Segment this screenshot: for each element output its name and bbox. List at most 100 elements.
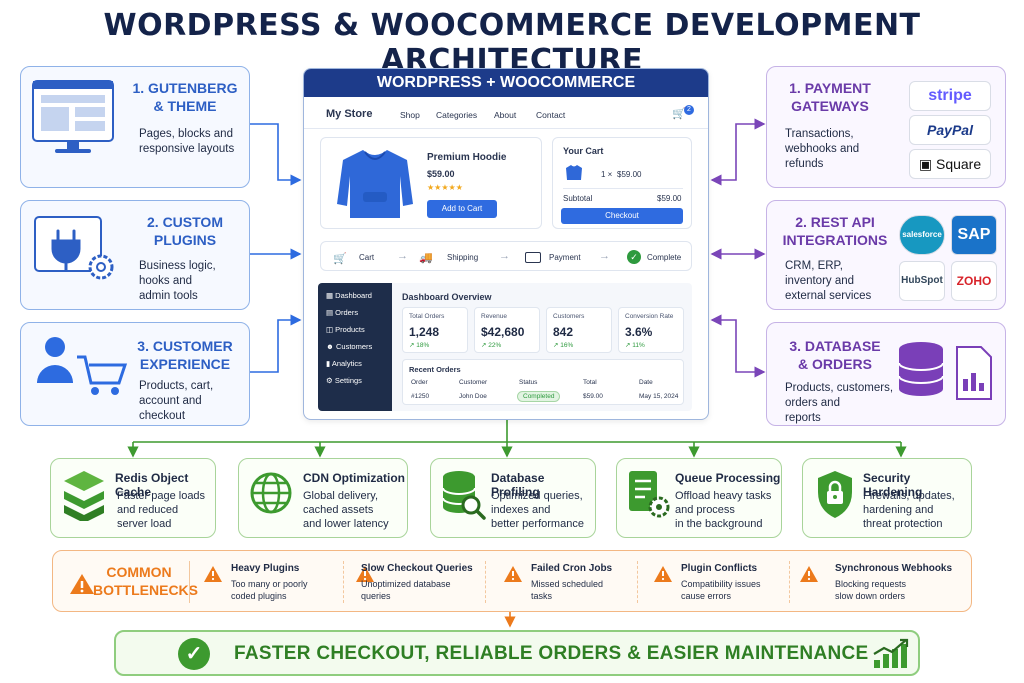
card-heading: 3. DATABASE& ORDERS [789, 338, 881, 372]
arrow-icon: → [599, 250, 610, 262]
mockup-header: WORDPRESS + WOOCOMMERCE [304, 69, 708, 97]
hubspot-logo: HubSpot [899, 261, 945, 301]
status-badge: Completed [517, 391, 561, 402]
cart-divider [563, 188, 683, 189]
database-search-icon [442, 471, 486, 520]
sidebar-item-customers[interactable]: ☻ Customers [326, 342, 373, 351]
sidebar-item-dashboard[interactable]: ▦ Dashboard [326, 291, 372, 300]
sidebar-item-analytics[interactable]: ▮ Analytics [326, 359, 362, 368]
square-logo: ▣ Square [909, 149, 991, 179]
cart-qty: 1 × [601, 170, 613, 179]
flow-step-shipping: Shipping [447, 253, 479, 262]
divider [343, 561, 344, 603]
kpi-revenue: Revenue$42,680↗ 22% [474, 307, 540, 353]
bottleneck-title: Slow Checkout Queries [361, 563, 473, 574]
table-header: Total [583, 379, 597, 386]
bottleneck-title: Heavy Plugins [231, 563, 300, 574]
nav-categories[interactable]: Categories [436, 110, 478, 120]
result-text: FASTER CHECKOUT, RELIABLE ORDERS & EASIE… [234, 643, 869, 664]
page-title: WORDPRESS & WOOCOMMERCE DEVELOPMENT ARCH… [103, 8, 921, 78]
sidebar-item-settings[interactable]: ⚙ Settings [326, 376, 362, 385]
sidebar-item-products[interactable]: ◫ Products [326, 325, 365, 334]
admin-sidebar: ▦ Dashboard ▤ Orders ◫ Products ☻ Custom… [318, 283, 392, 411]
flow-step-cart: Cart [359, 253, 375, 262]
card-heading: 1. GUTENBERG& THEME [132, 80, 238, 114]
product-card: Premium Hoodie $59.00 ★★★★★ Add to Cart [320, 137, 542, 229]
store-name: My Store [326, 108, 373, 120]
opt-title: CDN Optimization [303, 471, 405, 485]
bottleneck-title: Synchronous Webhooks [835, 563, 953, 574]
truck-icon: 🚚 [419, 252, 433, 264]
cart-panel: Your Cart 1 × $59.00 Subtotal $59.00 Che… [552, 137, 692, 229]
nav-contact[interactable]: Contact [536, 110, 566, 120]
subtotal-value: $59.00 [657, 194, 682, 203]
opt-title: Queue Processing [675, 471, 781, 485]
stack-layers-icon [64, 471, 104, 521]
checkout-button[interactable]: Checkout [561, 208, 683, 224]
plugin-gear-icon [34, 216, 114, 280]
recent-orders-table: Recent Orders Order Customer Status Tota… [402, 359, 684, 405]
warning-icon [800, 566, 818, 582]
product-name: Premium Hoodie [427, 152, 507, 163]
product-rating: ★★★★★ [427, 183, 463, 192]
add-to-cart-button[interactable]: Add to Cart [427, 200, 497, 218]
warning-icon [356, 566, 374, 582]
nav-shop[interactable]: Shop [400, 110, 420, 120]
card-icon [525, 252, 541, 263]
store-mockup: WORDPRESS + WOOCOMMERCE My Store Shop Ca… [303, 68, 709, 420]
opt-card-cdn: CDN Optimization Global delivery,cached … [238, 458, 408, 538]
subtotal-label: Subtotal [563, 194, 593, 203]
table-header: Order [411, 379, 428, 386]
table-cell: $59.00 [583, 393, 603, 400]
hoodie-image [337, 150, 413, 218]
monitor-icon [32, 80, 114, 153]
sidebar-item-orders[interactable]: ▤ Orders [326, 308, 359, 317]
warning-icon [204, 566, 222, 582]
nav-about[interactable]: About [494, 110, 517, 120]
table-cell: John Doe [459, 393, 487, 400]
result-banner: ✓ FASTER CHECKOUT, RELIABLE ORDERS & EAS… [114, 630, 920, 676]
hoodie-thumbnail [566, 165, 582, 180]
globe-icon [250, 472, 292, 514]
salesforce-logo: salesforce [899, 215, 945, 255]
opt-title: Redis Object Cache [115, 471, 189, 499]
divider [189, 561, 190, 603]
growth-chart-icon [873, 638, 909, 668]
recent-orders-title: Recent Orders [409, 365, 461, 374]
divider [789, 561, 790, 603]
cart-icon[interactable]: 🛒 [672, 108, 686, 120]
table-cell: May 15, 2024 [639, 393, 679, 400]
warning-icon [504, 566, 522, 582]
divider [485, 561, 486, 603]
user-cart-icon [37, 337, 128, 395]
stripe-logo: stripe [909, 81, 991, 111]
flow-step-payment: Payment [549, 253, 581, 262]
cart-title: Your Cart [563, 146, 604, 156]
checkout-flow: 🛒 Cart → 🚚 Shipping → Payment → ✓ Comple… [320, 241, 692, 271]
